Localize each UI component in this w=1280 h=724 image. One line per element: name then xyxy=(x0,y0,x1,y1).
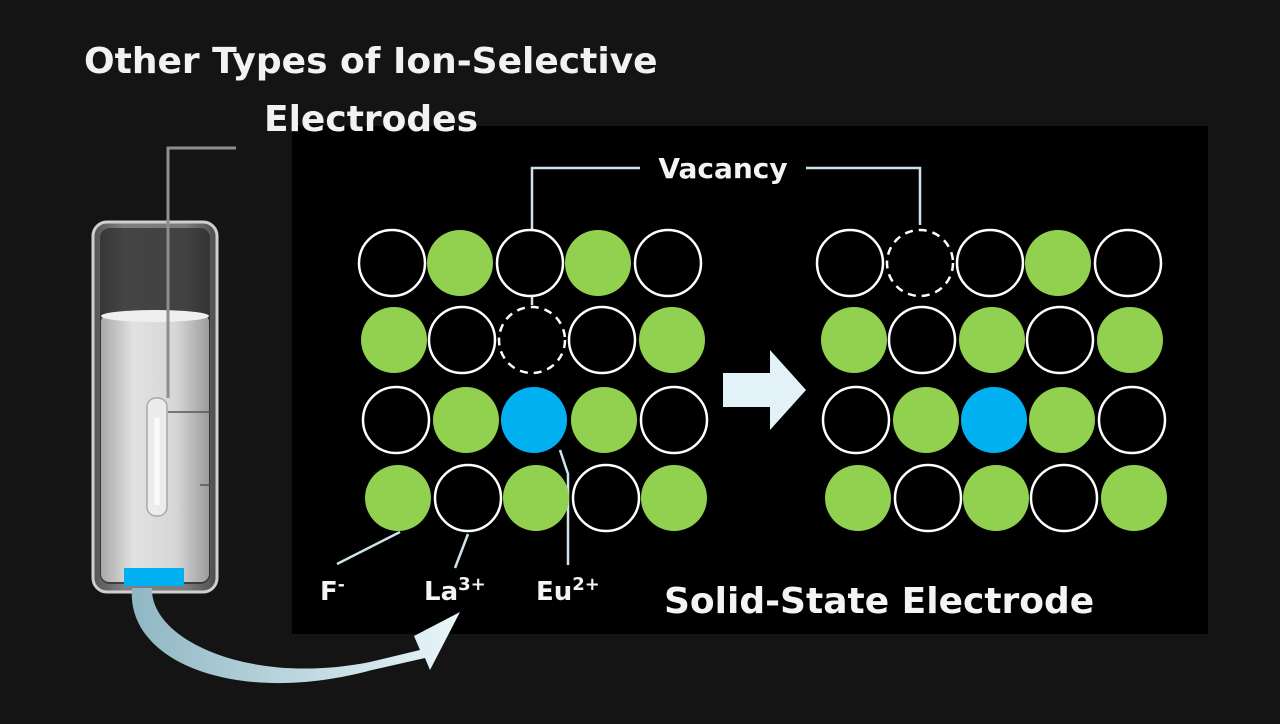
lanthanum-ion xyxy=(893,463,963,533)
lanthanum-ion xyxy=(1097,385,1167,455)
fluoride-ion xyxy=(1097,307,1163,373)
fluoride-ion xyxy=(427,230,493,296)
fluoride-ion xyxy=(893,387,959,453)
vacancy-label: Vacancy xyxy=(658,152,787,185)
curved-arrow-icon xyxy=(131,588,460,684)
lattice-before xyxy=(357,228,709,533)
electrode-tube-icon xyxy=(91,146,236,594)
lanthanum-ion xyxy=(567,305,637,375)
lanthanum-ion xyxy=(571,463,641,533)
vacancy-site xyxy=(885,228,955,298)
europium-ion xyxy=(501,387,567,453)
lanthanum-ion xyxy=(639,385,709,455)
lanthanum-ion xyxy=(427,305,497,375)
lanthanum-ion xyxy=(821,385,891,455)
fluoride-ion xyxy=(1029,387,1095,453)
europium-ion xyxy=(961,387,1027,453)
europium-leader-line xyxy=(558,449,570,565)
fluoride-ion xyxy=(825,465,891,531)
lanthanum-leader-line xyxy=(453,533,470,569)
lanthanum-label: La3+ xyxy=(424,574,486,607)
fluoride-ion xyxy=(639,307,705,373)
fluoride-ion xyxy=(1025,230,1091,296)
vacancy-site xyxy=(497,305,567,375)
fluoride-ion xyxy=(571,387,637,453)
title-line-1: Other Types of Ion-Selective xyxy=(84,41,658,82)
fluoride-ion xyxy=(821,307,887,373)
lanthanum-ion xyxy=(357,228,427,298)
fluoride-ion xyxy=(641,465,707,531)
fluoride-ion xyxy=(963,465,1029,531)
lanthanum-ion xyxy=(1029,463,1099,533)
vacancy-leader-line-right xyxy=(806,166,922,225)
fluoride-ion xyxy=(433,387,499,453)
lanthanum-ion xyxy=(955,228,1025,298)
lanthanum-ion xyxy=(1025,305,1095,375)
lanthanum-ion xyxy=(433,463,503,533)
fluoride-ion xyxy=(361,307,427,373)
transition-arrow-icon xyxy=(723,350,806,430)
lattice-after xyxy=(815,228,1167,533)
lanthanum-ion xyxy=(815,228,885,298)
europium-label: Eu2+ xyxy=(536,574,600,607)
solid-state-electrode-label: Solid-State Electrode xyxy=(664,581,1094,622)
lanthanum-ion xyxy=(361,385,431,455)
lanthanum-ion xyxy=(633,228,703,298)
title-line-2: Electrodes xyxy=(264,99,478,140)
fluoride-ion xyxy=(959,307,1025,373)
fluoride-ion xyxy=(1101,465,1167,531)
lanthanum-ion xyxy=(1093,228,1163,298)
fluoride-leader-line xyxy=(336,530,401,566)
fluoride-ion xyxy=(503,465,569,531)
lanthanum-ion xyxy=(887,305,957,375)
lanthanum-ion xyxy=(495,228,565,298)
fluoride-ion xyxy=(565,230,631,296)
fluoride-label: F- xyxy=(320,575,345,607)
fluoride-ion xyxy=(365,465,431,531)
